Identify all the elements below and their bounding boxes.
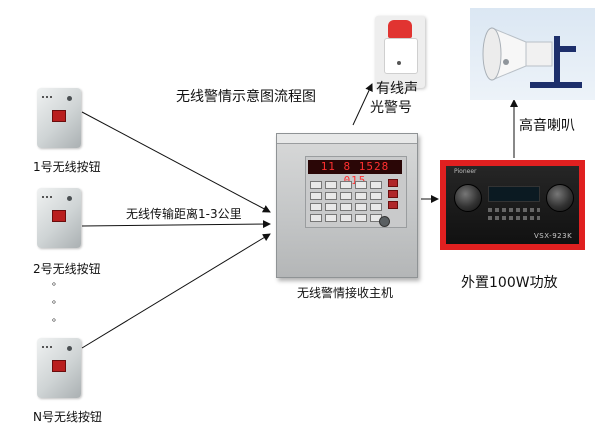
wireless-button-1 [37,88,81,148]
amplifier-icon: Pioneer VSX-923K [440,160,585,250]
arrow-button1-to-host [81,111,271,213]
host-top-lip [277,134,417,144]
siren-body [384,38,418,74]
ellipsis-dot-3: 。 [52,313,62,324]
siren-red-cap [388,20,412,38]
horn-label: 高音喇叭 [519,118,575,134]
host-led-display: 11 8 1528 015 [308,160,402,187]
amplifier-faceplate: Pioneer VSX-923K [446,166,579,244]
horn-speaker-icon [470,8,595,100]
amplifier-buttons-row [488,208,540,212]
ellipsis-dot-1: 。 [52,277,62,288]
amplifier-buttons-row [488,216,540,220]
button-grille [42,96,52,102]
button-red-key [52,360,66,372]
button-red-key [52,210,66,222]
button-indicator [67,196,72,201]
host-control-panel: 11 8 1528 015 [305,156,407,228]
arrow-host-to-siren [352,83,373,126]
button-indicator [67,96,72,101]
lock-icon [379,216,390,227]
amplifier-volume-knob [546,184,574,212]
button-grille [42,196,52,202]
transmission-distance-label: 无线传输距离1-3公里 [126,207,242,221]
siren-light-icon [375,16,425,88]
amplifier-brand: Pioneer [454,168,477,175]
button-1-label: 1号无线按钮 [33,160,101,174]
siren-label-line2: 光警号 [370,100,412,116]
wireless-button-2 [37,188,81,248]
horn-speaker-drawing [482,27,582,88]
diagram-title: 无线警情示意图流程图 [176,89,316,105]
arrow-button2-to-host [81,220,271,229]
button-grille [42,346,52,352]
siren-led [397,61,401,65]
wireless-button-n [37,338,81,398]
amplifier-model: VSX-923K [534,232,573,240]
button-2-label: 2号无线按钮 [33,262,101,276]
alarm-receiver-host: 11 8 1528 015 [276,133,418,278]
host-keypad [310,181,382,222]
receiver-label: 无线警情接收主机 [297,286,394,300]
button-n-label: N号无线按钮 [33,410,102,424]
button-indicator [67,346,72,351]
siren-label-line1: 有线声 [376,81,418,97]
arrow-buttonN-to-host [81,233,271,349]
button-red-key [52,110,66,122]
amplifier-label: 外置100W功放 [461,275,558,291]
amplifier-screen [488,186,540,202]
host-function-keys [388,179,398,209]
ellipsis-dot-2: 。 [52,295,62,306]
amplifier-left-knob [454,184,482,212]
